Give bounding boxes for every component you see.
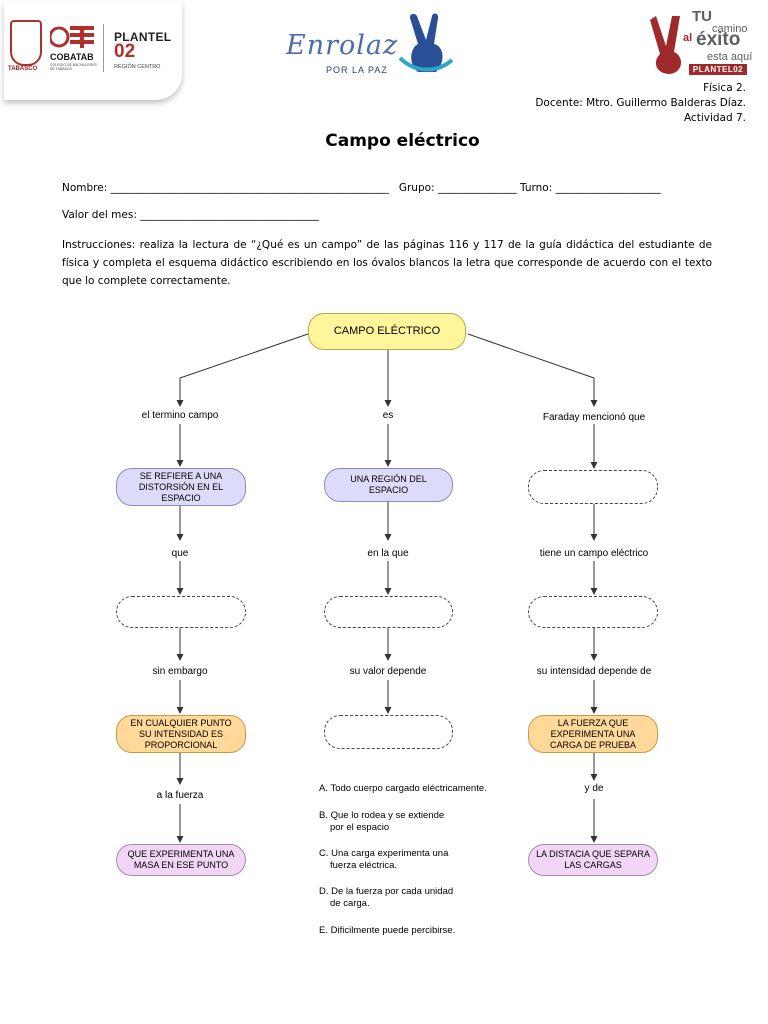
- left-blank-oval-2[interactable]: [116, 596, 246, 628]
- enrolaz-logo-text: Enrolaz: [286, 30, 399, 61]
- left-node-4: QUE EXPERIMENTA UNA MASA EN ESE PUNTO: [116, 844, 246, 876]
- option-b-line2: por el espacio: [330, 822, 390, 833]
- plantel-badge: PLANTEL02: [689, 64, 747, 75]
- left-node-3: EN CUALQUIER PUNTO SU INTENSIDAD ES PROP…: [116, 715, 246, 753]
- right-blank-oval-1[interactable]: [528, 470, 658, 504]
- name-group-turn-line: Nombre: ________________________________…: [62, 182, 661, 194]
- right-label-4: y de: [584, 783, 604, 794]
- option-a-line1: A. Todo cuerpo cargado eléctricamente.: [319, 783, 487, 794]
- right-node-3: LA FUERZA QUE EXPERIMENTA UNA CARGA DE P…: [528, 715, 658, 753]
- concept-map: CAMPO ELÉCTRICO el termino campo es Fara…: [100, 296, 660, 956]
- tu-camino-line4: éxito: [696, 29, 741, 50]
- right-label-3: su intensidad depende de: [536, 666, 652, 677]
- seal-text: TABASCO: [8, 66, 38, 72]
- left-label-4: a la fuerza: [156, 790, 204, 801]
- tu-camino-line5: esta aquí: [707, 51, 753, 63]
- option-b-line1: B. Que lo rodea y se extiende: [319, 810, 445, 821]
- middle-label-2: en la que: [367, 548, 409, 559]
- logo-divider: [103, 24, 104, 72]
- peace-sign-icon: [650, 16, 682, 74]
- teacher: Docente: Mtro. Guillermo Balderas Díaz.: [535, 97, 746, 109]
- option-c-line2: fuerza eléctrica.: [330, 860, 398, 871]
- left-node-1: SE REFIERE A UNA DISTORSIÓN EN EL ESPACI…: [116, 468, 246, 506]
- middle-blank-oval-3[interactable]: [324, 715, 453, 749]
- tabasco-seal-icon: [10, 20, 42, 66]
- option-c: C. Una carga experimenta una fuerza eléc…: [319, 848, 448, 872]
- right-node-4: LA DISTACIA QUE SEPARA LAS CARGAS: [528, 844, 658, 876]
- subject: Física 2.: [703, 82, 746, 94]
- middle-label-3: su valor depende: [349, 666, 427, 677]
- option-c-line1: C. Una carga experimenta una: [319, 848, 449, 859]
- option-e: E. Dificilmente puede percibirse.: [319, 925, 455, 937]
- root-node: CAMPO ELÉCTRICO: [308, 313, 466, 350]
- middle-node-1: UNA REGIÓN DEL ESPACIO: [324, 468, 453, 502]
- tu-camino-line3: al: [683, 32, 693, 44]
- plantel-region: REGIÓN CENTRO: [114, 64, 161, 70]
- left-label-1: el termino campo: [141, 410, 219, 421]
- left-label-3: sin embargo: [152, 666, 208, 677]
- middle-label-1: es: [382, 410, 394, 421]
- option-b: B. Que lo rodea y se extiende por el esp…: [319, 810, 444, 834]
- cobatab-mark-icon: [50, 26, 94, 48]
- right-blank-oval-2[interactable]: [528, 596, 658, 628]
- option-d: D. De la fuerza por cada unidad de carga…: [319, 886, 453, 910]
- page-title: Campo eléctrico: [325, 131, 480, 151]
- activity: Actividad 7.: [683, 112, 746, 124]
- plantel-number: 02: [114, 41, 136, 62]
- left-label-2: que: [171, 548, 189, 559]
- option-d-line1: D. De la fuerza por cada unidad: [319, 886, 454, 897]
- instructions: Instrucciones: realiza la lectura de “¿Q…: [62, 239, 712, 287]
- cobatab-subtitle: COLEGIO DE BACHILLERES DE TABASCO: [50, 63, 97, 71]
- cobatab-logo: [4, 2, 182, 100]
- plantel-label: PLANTEL: [114, 30, 172, 44]
- option-e-line1: E. Dificilmente puede percibirse.: [319, 925, 456, 936]
- option-d-line2: de carga.: [330, 898, 370, 909]
- option-a: A. Todo cuerpo cargado eléctricamente.: [319, 783, 487, 795]
- right-label-1: Faraday mencionó que: [542, 412, 646, 423]
- tu-camino-line1: TU: [692, 8, 712, 25]
- concept-map-arrows: [176, 333, 598, 843]
- cobatab-name: COBATAB: [50, 52, 94, 62]
- monthly-value-line: Valor del mes: _________________________…: [62, 209, 319, 221]
- right-label-2: tiene un campo eléctrico: [539, 548, 649, 559]
- peace-hand-icon: [398, 13, 454, 72]
- middle-blank-oval-2[interactable]: [324, 596, 453, 628]
- enrolaz-logo-subtitle: POR LA PAZ: [326, 65, 388, 75]
- tu-camino-line2: camino: [712, 23, 748, 35]
